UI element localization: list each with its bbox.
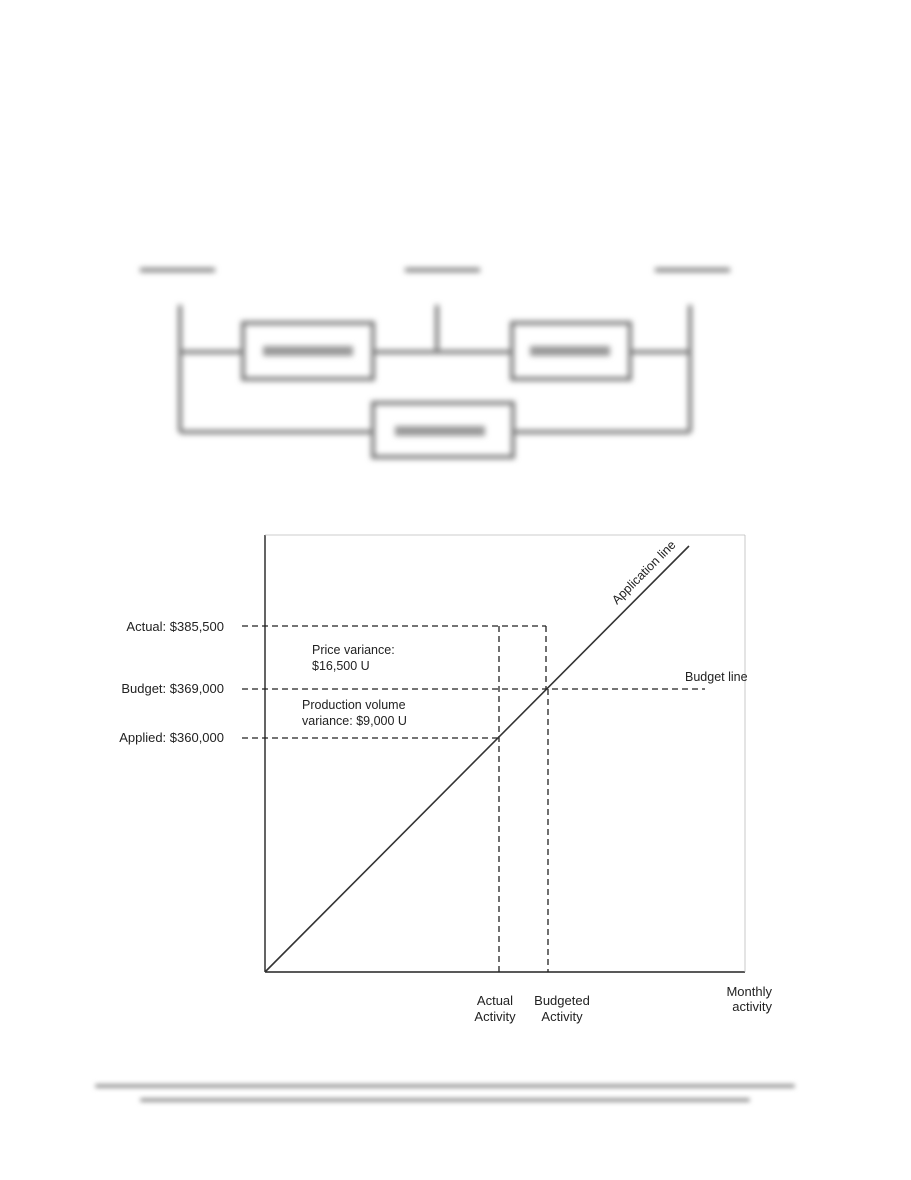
x-axis-title-line1: Monthly [726,984,772,999]
volume-variance-label-line1: Production volume [302,698,406,712]
x-tick-budgeted-line2: Activity [541,1009,583,1024]
y-tick-actual: Actual: $385,500 [126,619,224,634]
price-variance-label-line2: $16,500 U [312,659,370,673]
footer-line [95,1084,795,1088]
x-tick-actual-line2: Activity [474,1009,516,1024]
application-line [264,545,690,973]
variance-diagram-graphic [140,268,730,459]
x-tick-actual-line1: Actual [477,993,513,1008]
application-line-label: Application line [609,538,678,607]
price-variance-label-line1: Price variance: [312,643,395,657]
variance-diagram [0,0,911,470]
y-tick-budget: Budget: $369,000 [121,681,224,696]
variance-chart: Actual: $385,500 Budget: $369,000 Applie… [119,534,772,1024]
x-tick-budgeted-line1: Budgeted [534,993,590,1008]
footer-text-blurred [95,1074,815,1112]
volume-variance-label-line2: variance: $9,000 U [302,714,407,728]
y-tick-applied: Applied: $360,000 [119,730,224,745]
budget-line-label: Budget line [685,670,748,684]
footer-line [140,1098,750,1102]
x-axis-title-line2: activity [732,999,772,1014]
